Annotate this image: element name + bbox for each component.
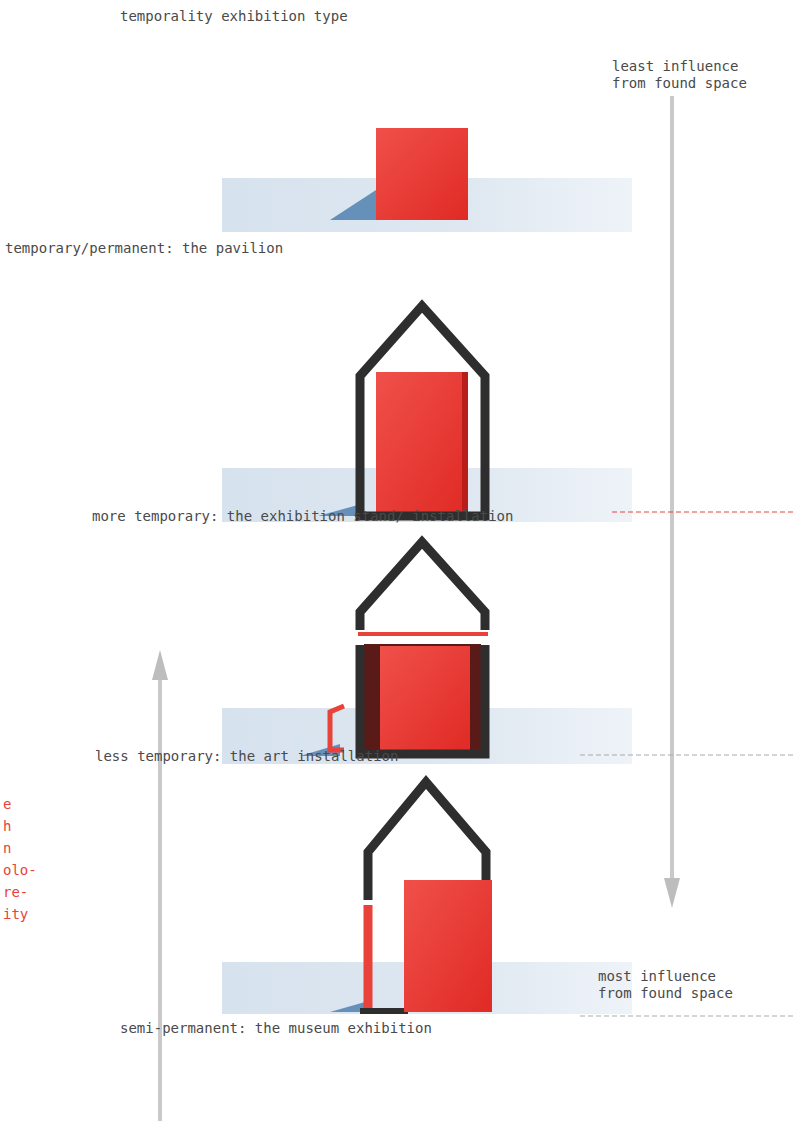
side-text: olo- xyxy=(3,862,37,879)
type-caption: more temporary: the exhibition stand/ in… xyxy=(92,508,513,525)
arrow-head xyxy=(152,650,168,680)
influence-note: most influence from found space xyxy=(598,968,748,1002)
column-heading: temporality exhibition type xyxy=(120,8,348,25)
side-text: h xyxy=(3,818,11,835)
house-floor xyxy=(360,1008,408,1014)
side-text: re- xyxy=(3,884,28,901)
shadow xyxy=(330,190,376,220)
divider-line xyxy=(580,755,795,756)
red-plate xyxy=(358,632,488,636)
side-text: n xyxy=(3,840,11,857)
side-text: e xyxy=(3,796,11,813)
red-cube xyxy=(376,372,468,512)
house-roof xyxy=(360,542,485,630)
type-caption: less temporary: the art installation xyxy=(95,748,398,765)
cube-side xyxy=(462,372,468,512)
red-cube xyxy=(376,128,468,220)
divider-line xyxy=(580,1016,795,1017)
arrow-head xyxy=(664,878,680,908)
house-outline xyxy=(360,306,485,516)
influence-note: least influence from found space xyxy=(612,58,762,92)
arrow-shaft xyxy=(158,678,162,1121)
divider-line xyxy=(612,512,795,513)
house-wall xyxy=(364,905,373,1012)
house-walls xyxy=(360,645,485,754)
type-caption: temporary/permanent: the pavilion xyxy=(5,240,283,257)
house-interior xyxy=(364,644,481,752)
type-caption: semi-permanent: the museum exhibition xyxy=(120,1020,432,1037)
door-panel xyxy=(330,706,344,750)
side-text: ity xyxy=(3,906,28,923)
red-cube xyxy=(404,880,492,1012)
arrow-shaft xyxy=(670,96,674,880)
red-cube xyxy=(380,646,470,752)
